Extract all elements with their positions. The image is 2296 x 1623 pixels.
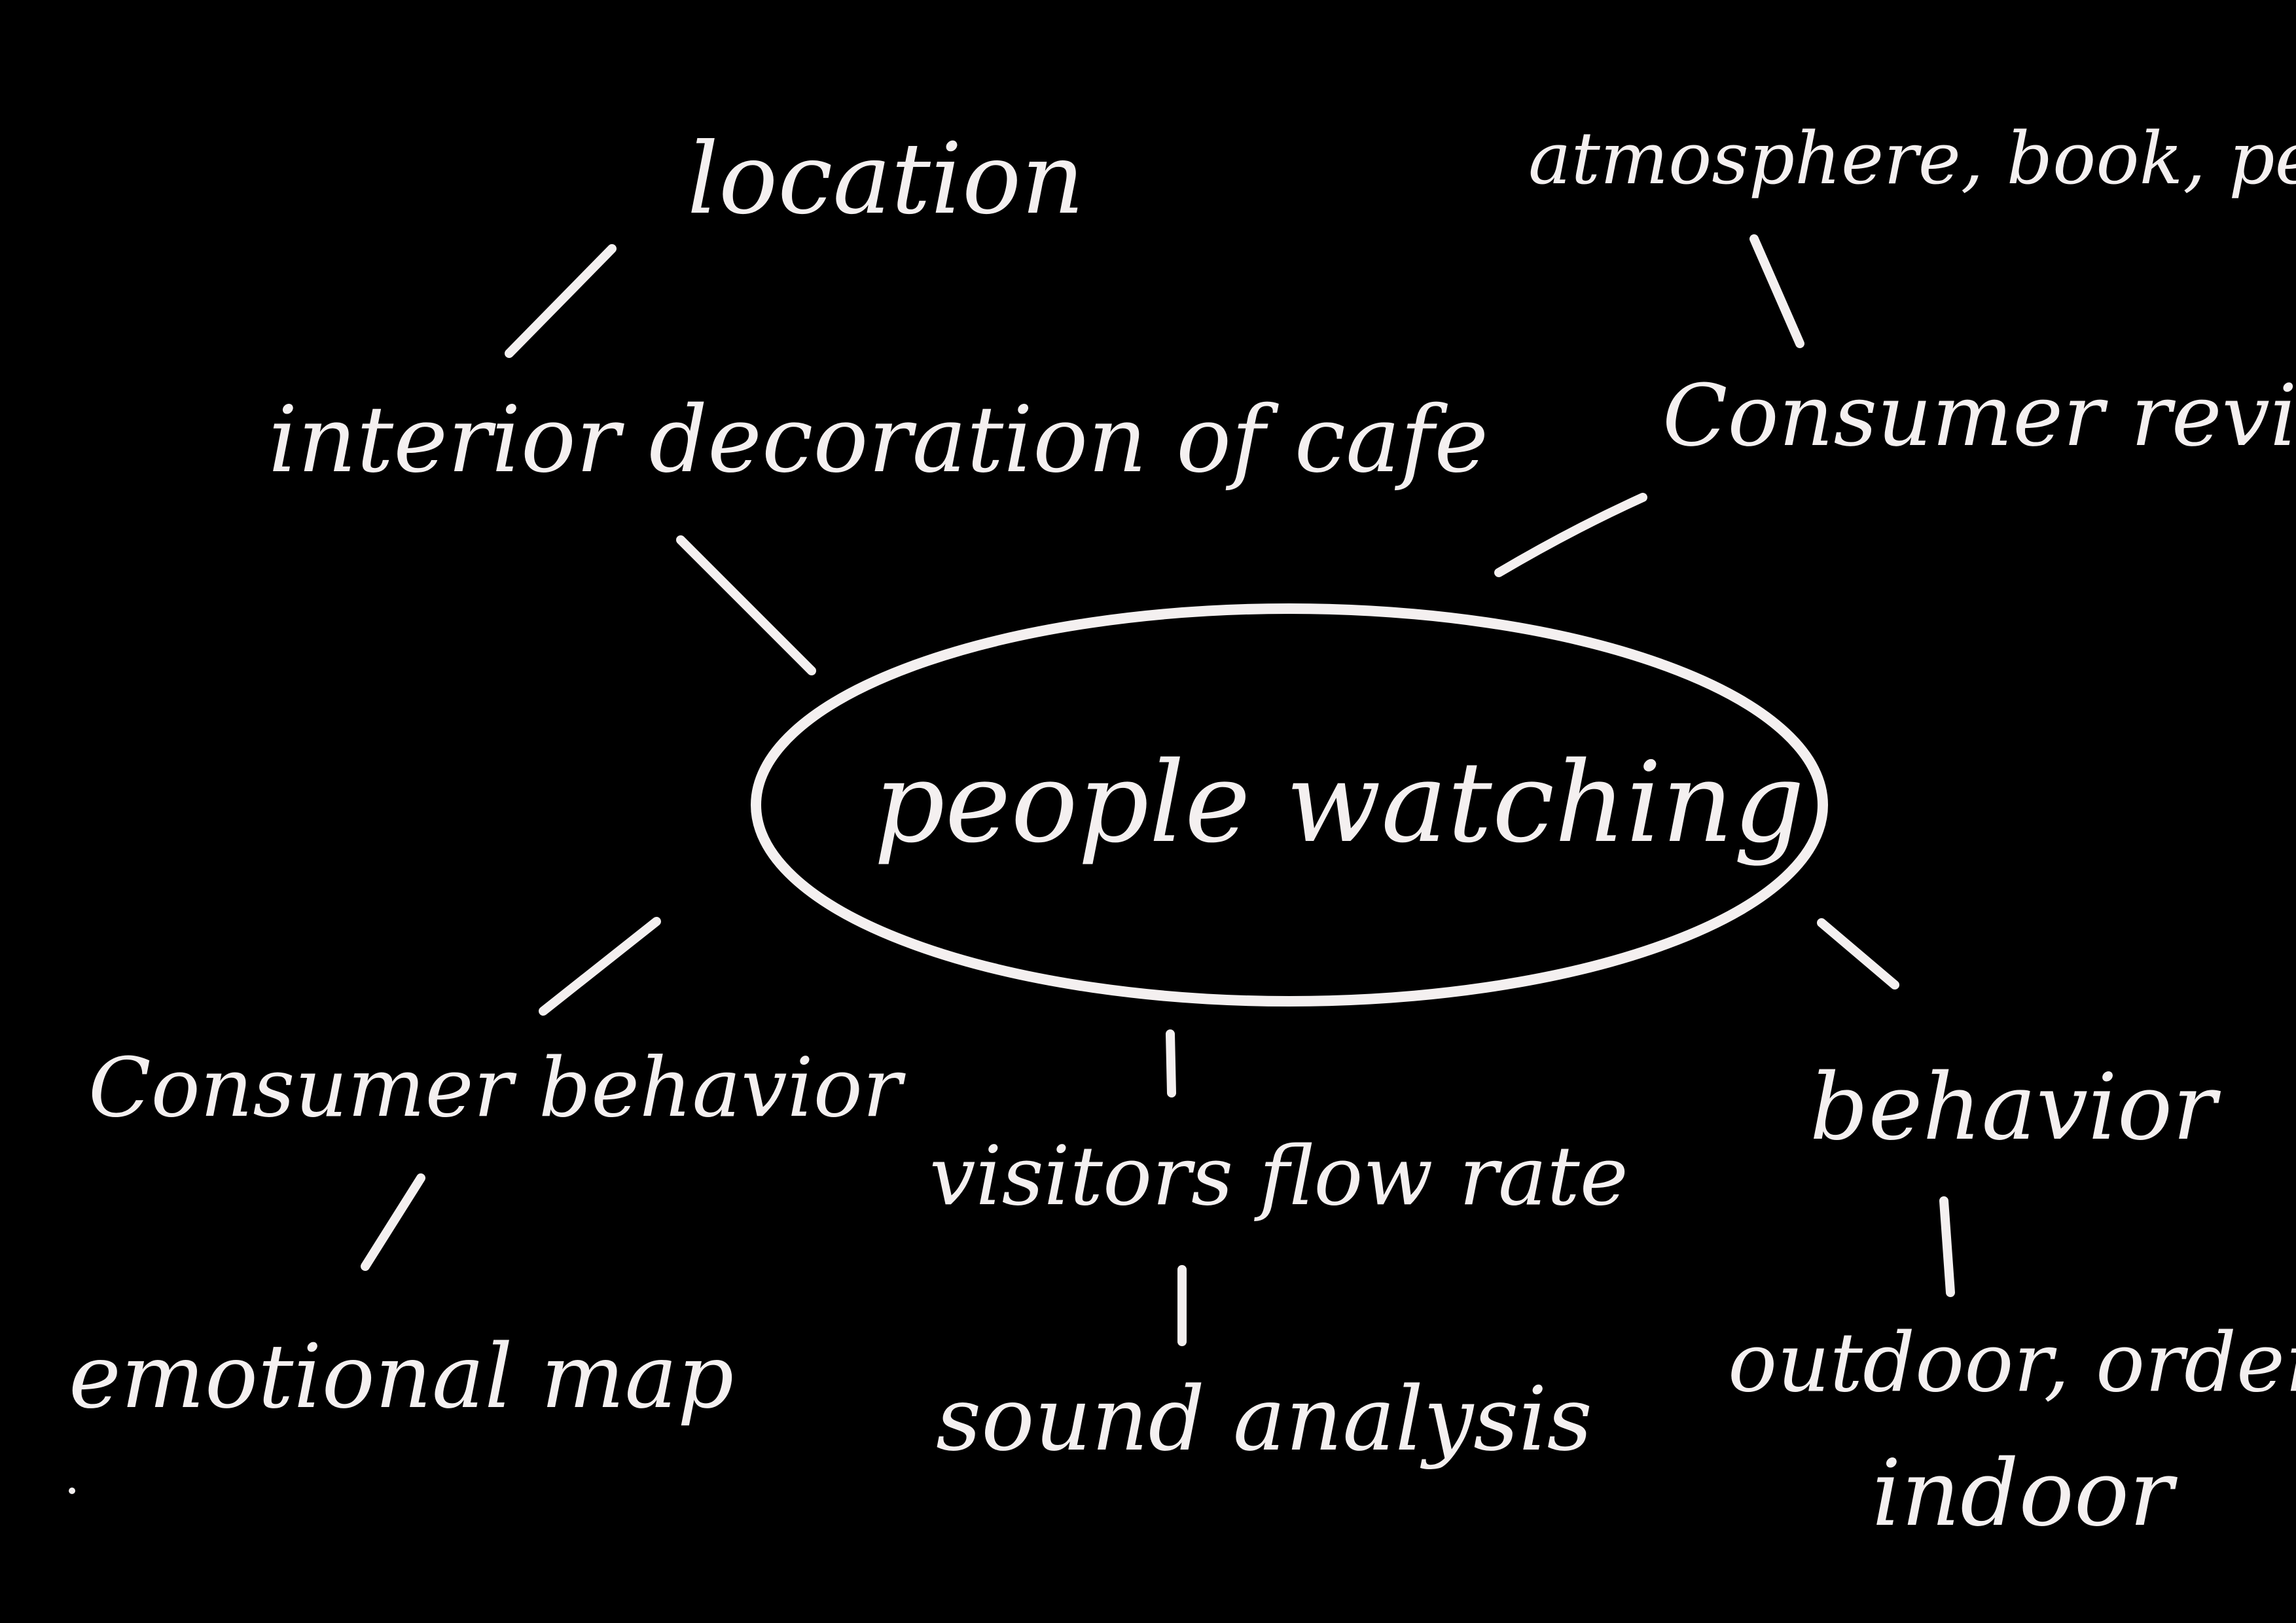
node-visitors-flow-rate: visitors flow rate <box>929 1129 1628 1224</box>
connector-atmosphere-reviews <box>1749 234 1804 348</box>
node-location: location <box>687 122 1085 236</box>
node-emotional-map: emotional map <box>69 1325 734 1428</box>
node-behavior: behavior <box>1810 1054 2221 1161</box>
node-indoor: indoor <box>1872 1440 2178 1547</box>
node-outdoor-order: outdoor, order, <box>1728 1315 2296 1410</box>
connector-behavior-outdoor <box>1939 1196 1955 1297</box>
connector-center-consumer-behavior <box>539 917 661 1016</box>
connector-consumer-behavior-emotional-map <box>361 1173 425 1271</box>
connector-interior-center <box>676 535 816 675</box>
center-oval <box>751 603 1828 1007</box>
connector-location-interior <box>505 244 617 358</box>
node-consumer-behavior: Consumer behavior <box>88 1041 906 1135</box>
node-atmosphere: atmosphere, book, pet <box>1528 116 2296 200</box>
connector-center-visitors-flow <box>1166 1029 1176 1097</box>
center-topic: people watching <box>874 738 1804 868</box>
node-interior-decoration: interior decoration of cafe <box>268 387 1488 493</box>
connector-center-behavior <box>1817 918 1899 990</box>
stray-dot <box>69 1488 75 1494</box>
node-consumer-reviews: Consumer reviews <box>1662 366 2296 465</box>
node-sound-analysis: sound analysis <box>936 1368 1592 1471</box>
connector-reviews-center <box>1494 493 1647 577</box>
